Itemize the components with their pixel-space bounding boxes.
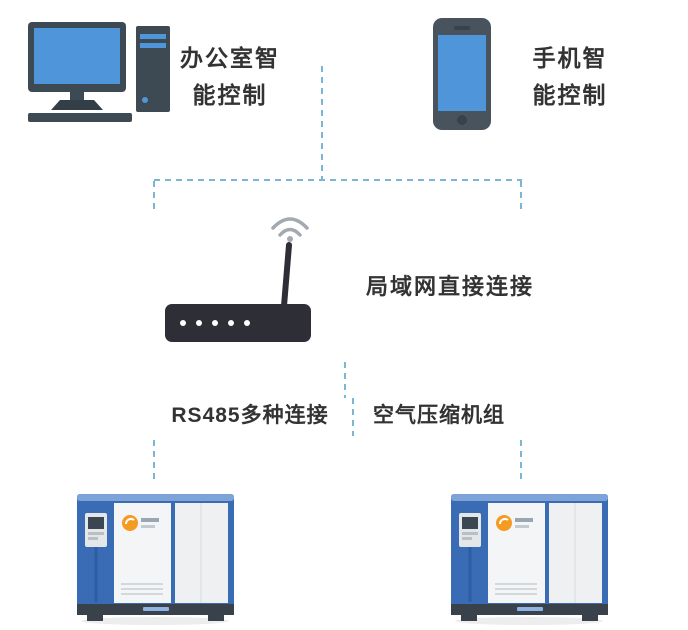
connector-top-horizontal (154, 179, 522, 181)
rs485-label: RS485多种连接 (171, 404, 329, 427)
compressor-controller (85, 513, 107, 602)
wifi-signal-icon (271, 217, 309, 237)
compressor-group-label: 空气压缩机组 (373, 404, 505, 427)
mobile-control-label: 手机智 能控制 (522, 40, 618, 114)
compressor-controller (459, 513, 481, 602)
connector-left-compressor (153, 440, 155, 482)
connector-left-drop (153, 181, 155, 213)
air-compressor-left-icon (75, 486, 236, 626)
office-control-line1: 办公室智 (180, 45, 280, 71)
wifi-router-icon (163, 208, 315, 344)
mobile-control-line1: 手机智 (532, 45, 608, 71)
connector-right-compressor (520, 440, 522, 482)
smartphone-icon (433, 18, 491, 130)
connector-right-drop (520, 181, 522, 213)
brand-logo-icon (122, 515, 159, 531)
lan-connection-label: 局域网直接连接 (365, 274, 534, 299)
office-control-line2: 能控制 (192, 82, 268, 108)
connector-labels-divider (352, 398, 354, 436)
air-compressor-right-icon (449, 486, 610, 626)
mobile-control-line2: 能控制 (532, 82, 608, 108)
connector-router-down (344, 362, 346, 398)
office-control-label: 办公室智 能控制 (172, 40, 288, 114)
connector-top-vertical (321, 66, 323, 180)
brand-logo-icon (496, 515, 533, 531)
desktop-computer-icon (28, 22, 170, 124)
